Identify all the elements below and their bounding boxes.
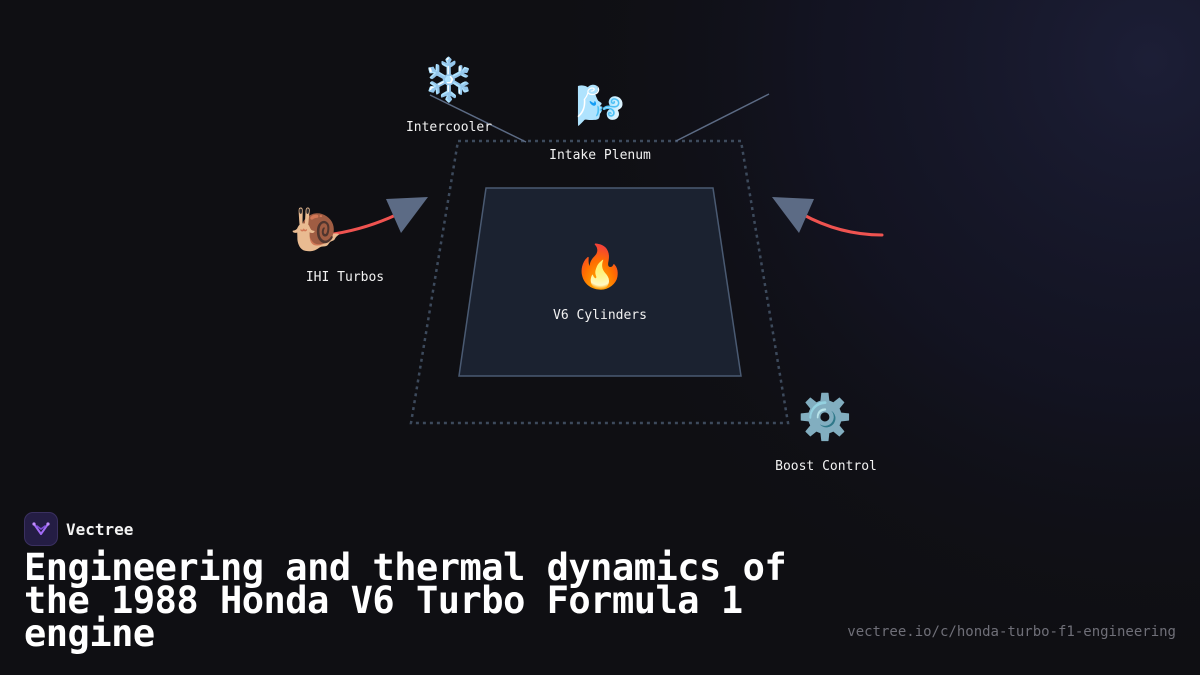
cylinder-block	[458, 187, 742, 377]
turbo-arrow-head	[386, 197, 428, 233]
node-label-intake-plenum: Intake Plenum	[549, 148, 651, 163]
wind-icon: 🌬️	[575, 83, 625, 129]
fire-icon: 🔥	[573, 242, 627, 291]
turbo-flow-arrow	[316, 212, 400, 238]
node-label-v6-cylinders: V6 Cylinders	[553, 308, 647, 323]
vectree-logo-icon	[24, 512, 58, 546]
brand: Vectree	[24, 512, 133, 546]
plenum-outline	[409, 139, 790, 425]
page-title: Engineering and thermal dynamics of the …	[24, 546, 787, 655]
source-url: vectree.io/c/honda-turbo-f1-engineering	[847, 624, 1176, 640]
node-label-ihi-turbos: IHI Turbos	[305, 270, 385, 285]
snowflake-icon: ❄️	[422, 55, 476, 104]
intake-plenum-connector	[675, 93, 770, 142]
node-label-boost-control: Boost Control	[775, 459, 877, 474]
logo-mark	[32, 522, 50, 535]
boost-arrow-head	[772, 197, 814, 233]
intercooler-connector	[429, 94, 527, 143]
gear-icon: ⚙️	[797, 392, 853, 443]
boost-flow-arrow	[800, 212, 884, 237]
node-label-intercooler: Intercooler	[405, 120, 493, 135]
snail-icon: 🐌	[289, 205, 343, 254]
brand-name: Vectree	[66, 519, 134, 539]
